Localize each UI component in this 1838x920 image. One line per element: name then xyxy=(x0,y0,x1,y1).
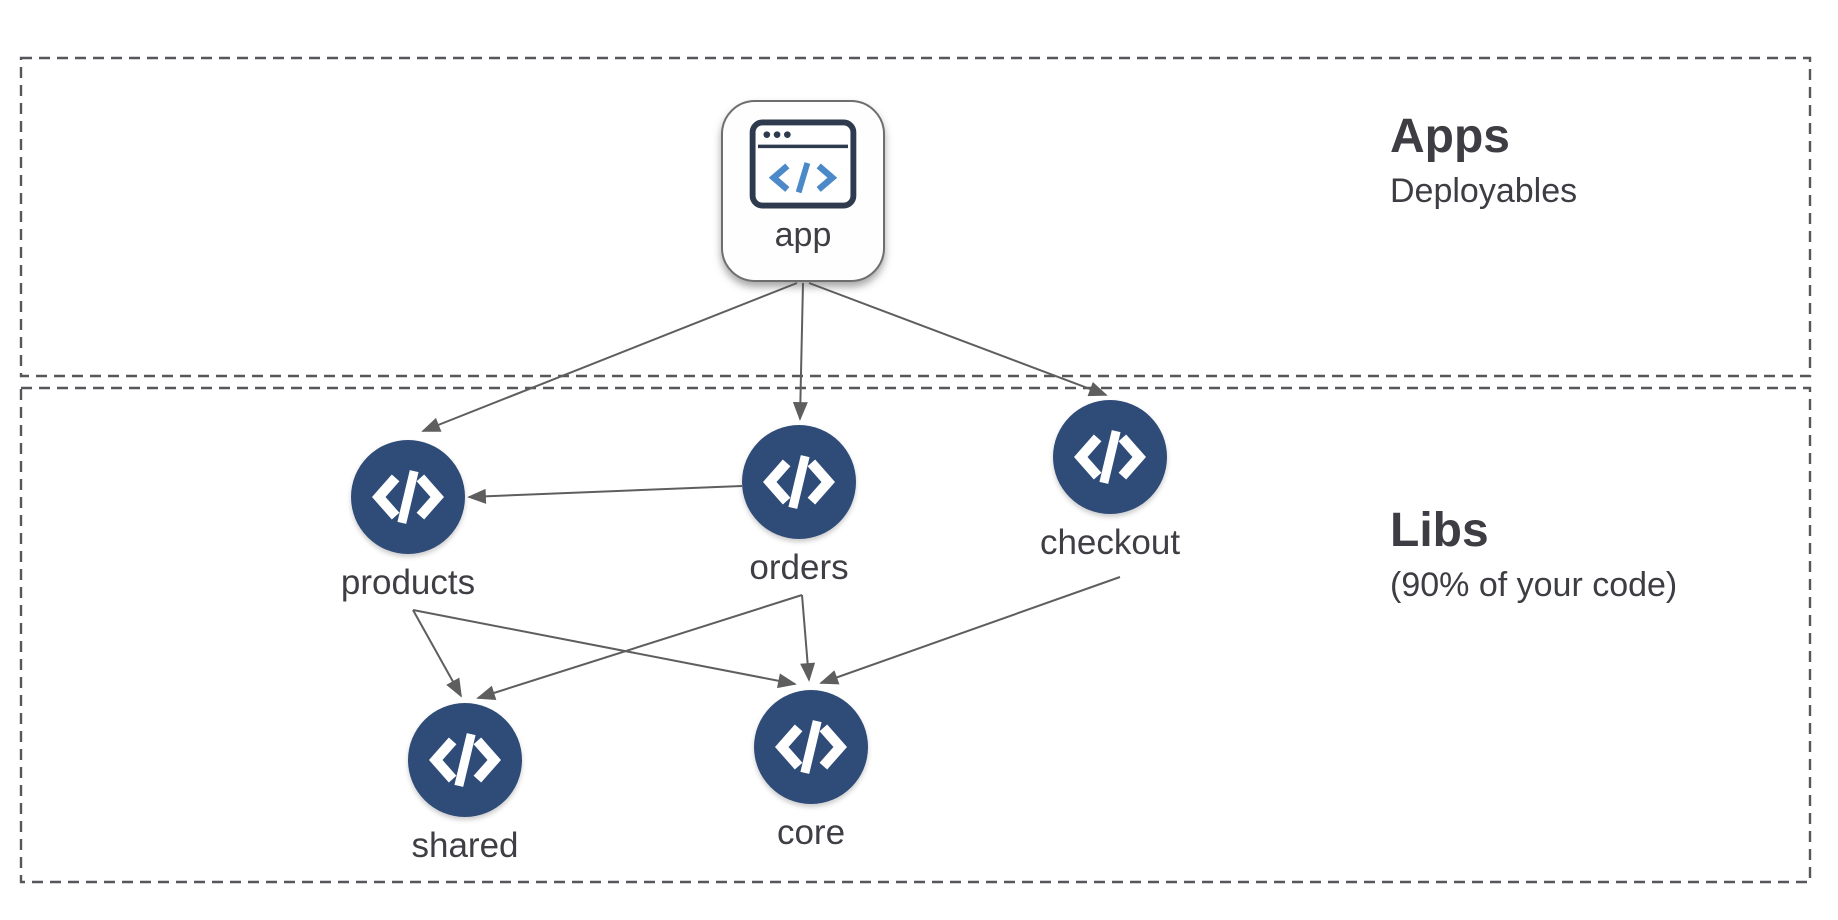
node-orders: orders xyxy=(699,425,899,588)
libs-section-label: Libs (90% of your code) xyxy=(1390,502,1677,606)
libs-section-title: Libs xyxy=(1390,504,1489,557)
node-core: core xyxy=(711,690,911,853)
node-shared: shared xyxy=(365,703,565,866)
libs-section-subtitle: (90% of your code) xyxy=(1390,565,1678,604)
libs-section-box xyxy=(19,386,1812,884)
lib-circle xyxy=(1053,400,1167,514)
lib-circle xyxy=(742,425,856,539)
lib-circle xyxy=(754,690,868,804)
edge-app-to-checkout xyxy=(808,282,1108,397)
orders-node-label: orders xyxy=(749,548,849,587)
edge-products-to-core xyxy=(412,609,797,689)
node-app: app xyxy=(721,100,885,282)
apps-section-title: Apps xyxy=(1390,110,1510,163)
code-icon xyxy=(372,470,444,524)
node-checkout: checkout xyxy=(1010,400,1210,563)
edge-app-to-orders xyxy=(792,282,808,421)
browser-window-icon xyxy=(749,119,857,209)
apps-section-label: Apps Deployables xyxy=(1390,108,1577,212)
checkout-node-label: checkout xyxy=(1039,523,1181,562)
code-icon xyxy=(429,733,501,787)
lib-circle xyxy=(408,703,522,817)
core-node-label: core xyxy=(776,813,846,852)
products-node-label: products xyxy=(340,563,476,602)
apps-section-subtitle: Deployables xyxy=(1390,171,1578,210)
code-icon xyxy=(763,455,835,509)
edge-orders-to-products xyxy=(467,485,743,504)
edge-products-to-shared xyxy=(412,609,462,698)
edge-orders-to-core xyxy=(800,594,816,682)
code-glyph-icon xyxy=(768,162,838,194)
apps-section-box xyxy=(19,56,1812,378)
lib-circle xyxy=(351,440,465,554)
edge-app-to-products xyxy=(421,282,798,432)
code-icon xyxy=(1074,430,1146,484)
shared-node-label: shared xyxy=(411,826,519,865)
app-node-label: app xyxy=(774,216,832,254)
node-products: products xyxy=(308,440,508,603)
edge-orders-to-shared xyxy=(476,594,803,701)
code-icon xyxy=(775,720,847,774)
edge-checkout-to-core xyxy=(819,576,1121,685)
